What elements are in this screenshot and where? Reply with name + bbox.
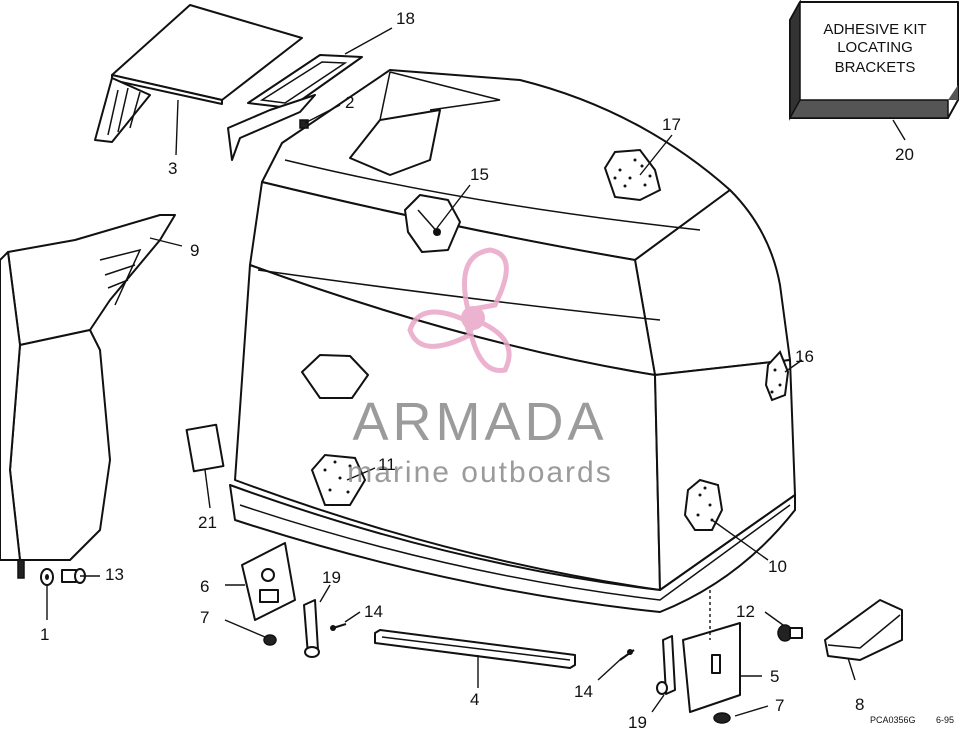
callout-19a: 19 [322, 568, 341, 587]
callout-20: 20 [895, 145, 914, 164]
part-6-bracket [241, 542, 296, 621]
adhesive-pad-11 [310, 453, 367, 506]
callout-11: 11 [378, 455, 396, 474]
part-18-trim [247, 54, 363, 109]
part-19-strap-left [303, 599, 320, 658]
callout-16: 16 [795, 347, 814, 366]
adhesive-kit-box: ADHESIVE KIT LOCATING BRACKETS [789, 0, 959, 121]
part-7-fastener-right [713, 712, 731, 724]
part-4-seal-strip [374, 629, 576, 669]
kit-line-3: BRACKETS [835, 59, 916, 76]
kit-line-2: LOCATING [837, 39, 913, 56]
callout-4: 4 [470, 690, 479, 709]
callout-14b: 14 [574, 682, 593, 701]
drawing-date: 6-95 [936, 715, 954, 725]
part-21-decal [185, 423, 225, 473]
adhesive-pad-10 [683, 478, 724, 531]
callout-13: 13 [105, 565, 124, 584]
adhesive-pad-17 [603, 148, 662, 202]
callout-15: 15 [470, 165, 489, 184]
callout-12: 12 [736, 602, 755, 621]
callout-2: 2 [345, 93, 354, 112]
callout-8: 8 [855, 695, 864, 714]
part-3-hood [94, 4, 303, 143]
part-19-strap-right [656, 635, 676, 695]
callout-1: 1 [40, 625, 49, 644]
callout-10: 10 [768, 557, 787, 576]
part-14-screw-right [619, 649, 635, 661]
leader-lines [46, 27, 906, 717]
propeller-logo-icon [407, 247, 512, 373]
callout-5: 5 [770, 667, 779, 686]
adhesive-pad-15 [404, 194, 461, 253]
front-hex-cutout [301, 354, 369, 399]
engine-cover [229, 69, 796, 613]
watermark-brand: ARMADA [352, 392, 607, 452]
callout-7b: 7 [775, 696, 784, 715]
armada-watermark: ARMADA marine outboards [347, 247, 612, 489]
drawing-code: PCA0356G [870, 715, 916, 725]
part-7-fastener-left [263, 634, 277, 646]
adhesive-pad-16 [764, 350, 790, 402]
part-2-bracket [227, 94, 316, 161]
part-9-side-cover [0, 214, 176, 579]
callout-7a: 7 [200, 608, 209, 627]
callout-9: 9 [190, 241, 199, 260]
part-8-bumper [824, 599, 903, 661]
watermark-tagline: marine outboards [347, 456, 612, 489]
callout-18: 18 [396, 9, 415, 28]
part-5-plate [682, 622, 741, 713]
part-12-screw [777, 624, 803, 642]
kit-line-1: ADHESIVE KIT [823, 21, 926, 38]
callout-numbers: 1 2 3 4 5 6 7 7 8 9 10 11 12 13 14 14 15… [40, 9, 914, 729]
callout-21: 21 [198, 513, 217, 532]
callout-19b: 19 [628, 713, 647, 729]
part-1-washer [40, 568, 54, 586]
callout-14a: 14 [364, 602, 383, 621]
callout-17: 17 [662, 115, 681, 134]
callout-3: 3 [168, 159, 177, 178]
part-14-screw-left [330, 623, 347, 631]
callout-6: 6 [200, 577, 209, 596]
